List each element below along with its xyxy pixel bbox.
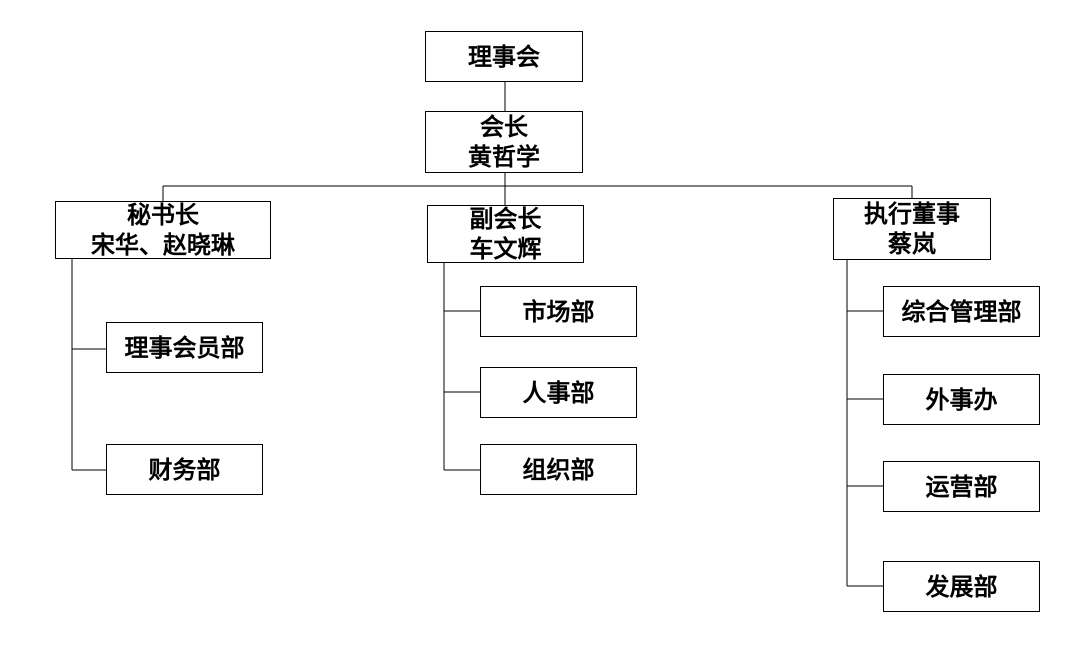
executive-director-box: 执行董事 蔡岚: [833, 198, 991, 260]
executive-director-name: 蔡岚: [888, 230, 936, 258]
department-label: 财务部: [148, 455, 221, 484]
department-box: 综合管理部: [883, 286, 1040, 337]
president-box: 会长 黄哲学: [425, 111, 583, 173]
board-label: 理事会: [468, 42, 540, 71]
vice-president-box: 副会长 车文辉: [427, 205, 584, 263]
president-title: 会长: [480, 113, 528, 141]
department-label: 发展部: [925, 572, 998, 601]
department-box: 发展部: [883, 561, 1040, 612]
department-label: 理事会员部: [124, 333, 245, 362]
department-label: 外事办: [925, 385, 998, 414]
president-name: 黄哲学: [468, 143, 540, 171]
department-label: 运营部: [925, 472, 998, 501]
department-box: 运营部: [883, 461, 1040, 512]
vice-president-name: 车文辉: [469, 235, 542, 263]
department-label: 市场部: [522, 297, 595, 326]
department-label: 人事部: [522, 378, 595, 407]
department-box: 理事会员部: [106, 322, 263, 373]
department-box: 组织部: [480, 444, 637, 495]
secretary-general-box: 秘书长 宋华、赵晓琳: [55, 201, 271, 259]
department-box: 外事办: [883, 374, 1040, 425]
department-label: 综合管理部: [901, 297, 1022, 326]
department-box: 人事部: [480, 367, 637, 418]
department-label: 组织部: [522, 455, 595, 484]
executive-director-title: 执行董事: [864, 200, 960, 228]
department-box: 市场部: [480, 286, 637, 337]
secretary-general-name: 宋华、赵晓琳: [91, 231, 235, 259]
vice-president-title: 副会长: [469, 205, 542, 233]
secretary-general-title: 秘书长: [127, 201, 199, 229]
board-box: 理事会: [425, 31, 583, 82]
department-box: 财务部: [106, 444, 263, 495]
